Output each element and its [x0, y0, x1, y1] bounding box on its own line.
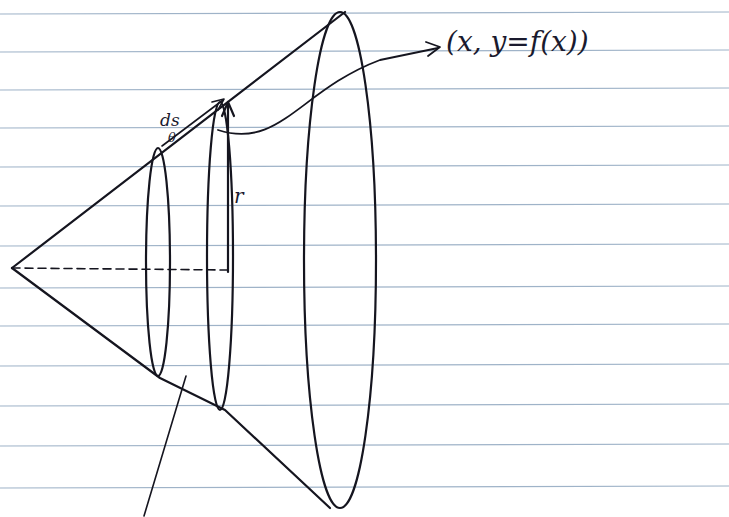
slice-ellipse [207, 102, 233, 410]
base-ellipse [304, 12, 376, 508]
cone-edge [12, 268, 330, 508]
axis [12, 268, 228, 270]
cone-edge [12, 12, 345, 268]
radius-label: r [234, 186, 244, 206]
point-label: (x, y=f(x)) [446, 28, 589, 56]
leader-line [218, 48, 438, 134]
angle-label: θ [168, 131, 176, 144]
arrowhead [212, 99, 224, 110]
pointer-line [144, 376, 186, 516]
arrowhead [222, 102, 234, 116]
radius-arrow [227, 104, 229, 272]
segment-label: ds [160, 112, 180, 129]
slice-ellipse [146, 148, 170, 376]
arrowhead [426, 42, 440, 56]
